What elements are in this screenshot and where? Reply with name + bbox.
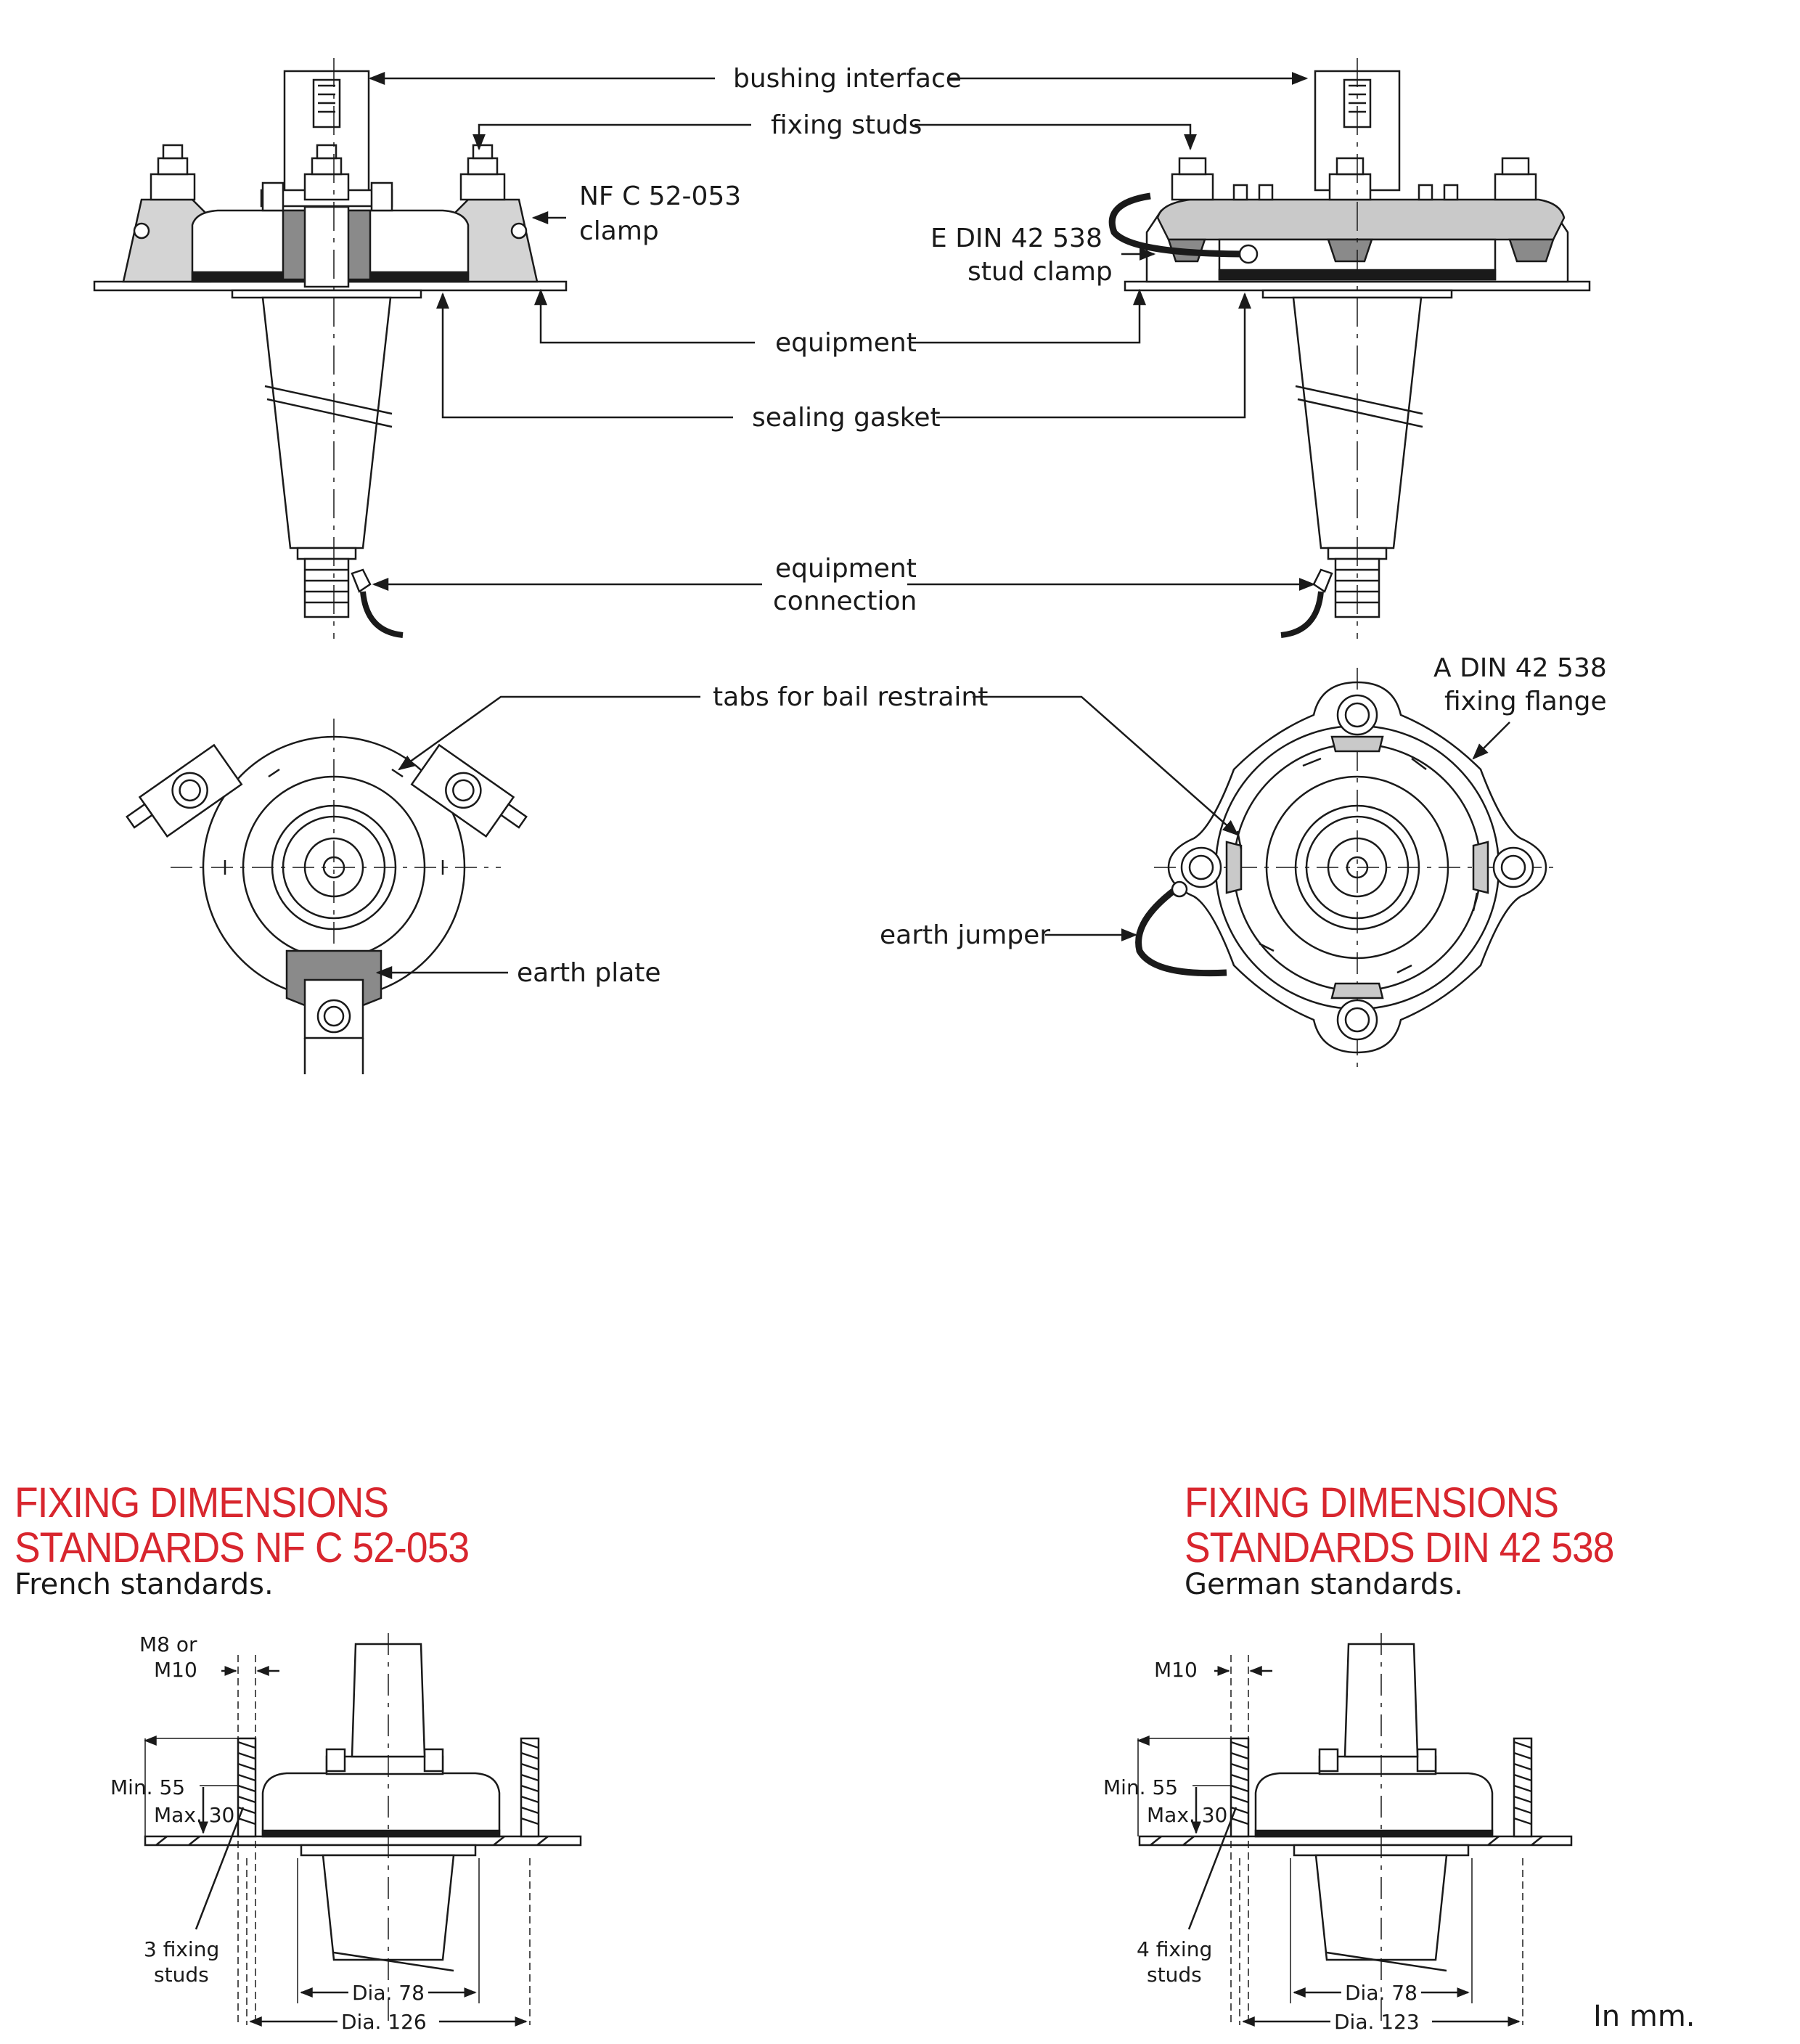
- french-dia-outer: Dia. 126: [341, 2010, 427, 2034]
- label-equipment-connection-line1: equipment: [775, 554, 917, 584]
- label-equipment: equipment: [775, 328, 917, 358]
- german-dimension-drawing: [1137, 1633, 1573, 2027]
- label-earth-jumper: earth jumper: [880, 920, 1050, 950]
- german-heading-line1: FIXING DIMENSIONS: [1185, 1479, 1559, 1526]
- french-studs-line2: studs: [154, 1963, 209, 1987]
- french-thread-line1: M8 or: [139, 1632, 197, 1656]
- french-heading: FIXING DIMENSIONS STANDARDS NF C 52-053: [15, 1479, 470, 1571]
- label-nfc-clamp-line2: clamp: [579, 216, 659, 246]
- nfc-side-view: [93, 58, 568, 639]
- german-studs-line1: 4 fixing: [1137, 1937, 1212, 1961]
- german-subtitle: German standards.: [1185, 1568, 1463, 1601]
- label-edin-line1: E DIN 42 538: [930, 224, 1102, 253]
- label-adin-line1: A DIN 42 538: [1433, 653, 1607, 683]
- din-side-view: [1108, 58, 1591, 639]
- french-heading-line2: STANDARDS NF C 52-053: [15, 1524, 470, 1571]
- din-top-view: [1135, 668, 1560, 1067]
- leader-lines: [368, 72, 1510, 979]
- french-heading-line1: FIXING DIMENSIONS: [15, 1479, 389, 1526]
- units-note: In mm.: [1593, 2000, 1695, 2033]
- german-thread: M10: [1154, 1658, 1198, 1682]
- german-heading-line2: STANDARDS DIN 42 538: [1185, 1524, 1614, 1571]
- label-tabs-bail-restraint: tabs for bail restraint: [713, 682, 988, 712]
- label-edin-line2: stud clamp: [968, 257, 1113, 287]
- label-sealing-gasket: sealing gasket: [752, 403, 941, 433]
- french-dia-inner: Dia. 78: [352, 1981, 425, 2005]
- german-heading: FIXING DIMENSIONS STANDARDS DIN 42 538: [1185, 1479, 1614, 1571]
- german-min-dimension: Min. 55: [1103, 1775, 1178, 1799]
- french-thread-line2: M10: [154, 1658, 197, 1682]
- french-dimension-drawing: [144, 1633, 582, 2027]
- label-equipment-connection-line2: connection: [773, 586, 917, 616]
- label-fixing-studs: fixing studs: [771, 110, 922, 140]
- german-max-dimension: Max. 30: [1147, 1803, 1227, 1827]
- label-nfc-clamp-line1: NF C 52-053: [579, 181, 741, 211]
- german-dia-outer: Dia. 123: [1334, 2010, 1420, 2034]
- label-adin-line2: fixing flange: [1444, 687, 1607, 716]
- label-bushing-interface: bushing interface: [733, 64, 962, 94]
- french-studs-line1: 3 fixing: [144, 1937, 219, 1961]
- french-subtitle: French standards.: [15, 1568, 274, 1601]
- french-min-dimension: Min. 55: [110, 1775, 185, 1799]
- german-studs-line2: studs: [1147, 1963, 1202, 1987]
- nfc-top-view: [126, 719, 528, 1074]
- label-earth-plate: earth plate: [517, 958, 661, 988]
- french-max-dimension: Max. 30: [154, 1803, 234, 1827]
- german-dia-inner: Dia. 78: [1345, 1981, 1418, 2005]
